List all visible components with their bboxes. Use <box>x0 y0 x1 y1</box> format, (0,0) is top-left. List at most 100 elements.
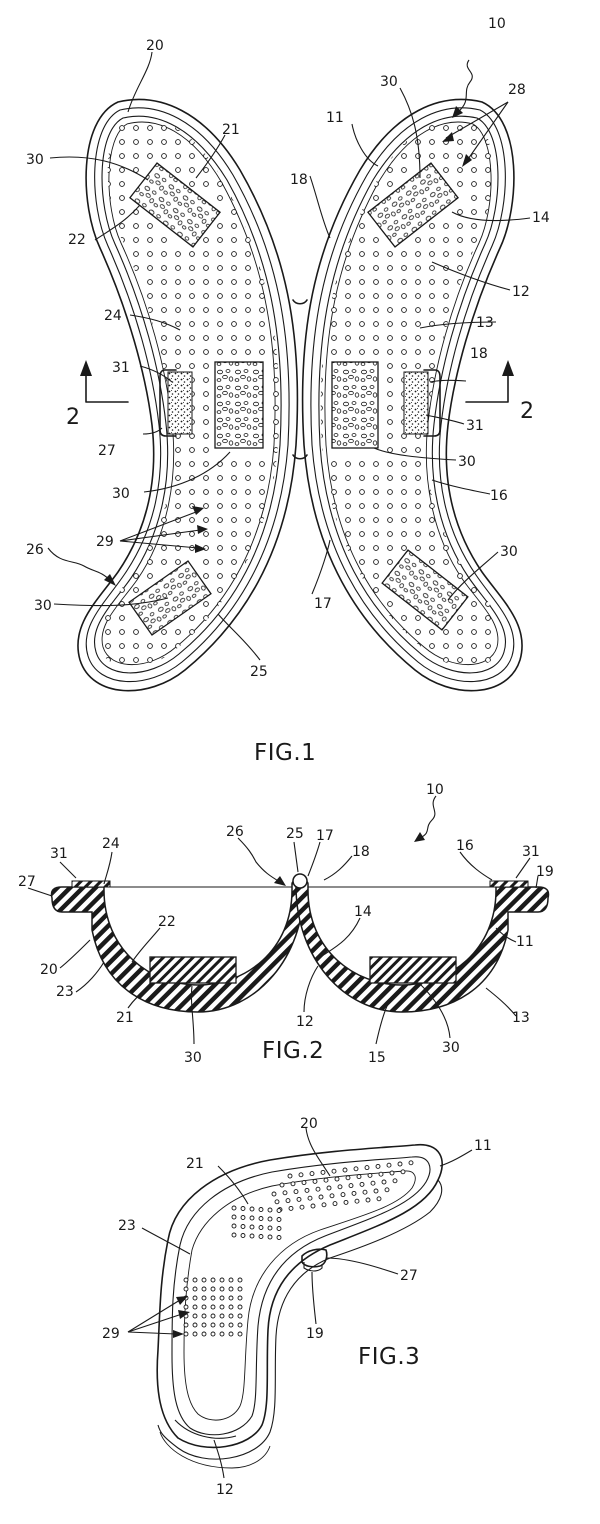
perforation-hole <box>429 153 435 159</box>
fig2-ref-11: 11 <box>516 934 534 950</box>
perforation-hole <box>320 237 323 243</box>
perforation-hole <box>457 265 463 271</box>
perforation-hole <box>175 335 181 341</box>
perforation-hole <box>457 139 463 145</box>
perforation-hole <box>203 293 209 299</box>
perforation-hole <box>304 1187 310 1193</box>
perforation-hole <box>429 307 435 313</box>
perforation-hole <box>387 419 393 425</box>
perforation-hole <box>415 643 421 649</box>
perforation-hole <box>133 139 139 145</box>
perforation-hole <box>485 265 491 271</box>
perforation-hole <box>105 153 111 159</box>
perforation-hole <box>331 349 337 355</box>
perforation-hole <box>161 559 167 565</box>
pad-30-left-mid <box>214 361 264 449</box>
perforation-hole <box>231 237 237 243</box>
perforation-hole <box>189 531 195 537</box>
perforation-hole <box>331 321 337 327</box>
perforation-hole <box>429 363 435 369</box>
perforation-hole <box>331 1168 337 1174</box>
perforation-hole <box>345 461 351 467</box>
perforation-hole <box>345 265 351 271</box>
perforation-hole <box>373 167 379 173</box>
perforation-hole <box>392 1178 398 1184</box>
perforation-hole <box>203 559 209 565</box>
perforation-hole <box>259 125 265 131</box>
perforation-hole <box>485 223 491 229</box>
perforation-hole <box>161 349 167 355</box>
perforation-hole <box>231 517 237 523</box>
perforation-hole <box>471 657 477 663</box>
perforation-hole <box>485 615 491 621</box>
perforation-hole <box>249 1206 255 1212</box>
perforation-hole <box>237 1331 243 1337</box>
section-mark-right: 2 <box>520 399 534 424</box>
perforation-hole <box>245 251 251 257</box>
perforation-hole <box>105 167 111 173</box>
perforation-hole <box>359 307 365 313</box>
perforation-hole <box>373 321 379 327</box>
perforation-hole <box>485 517 491 523</box>
perforation-hole <box>217 587 223 593</box>
perforation-hole <box>119 447 125 453</box>
perforation-hole <box>203 531 209 537</box>
fig1-ref-28: 28 <box>508 82 526 98</box>
perforation-hole <box>175 629 181 635</box>
perforation-hole <box>237 1295 243 1301</box>
perforation-hole <box>443 517 449 523</box>
perforation-hole <box>373 181 379 187</box>
perforation-hole <box>161 265 167 271</box>
perforation-hole <box>245 489 251 495</box>
fig2-ref-31: 31 <box>50 846 68 862</box>
perforation-hole <box>345 251 351 257</box>
fig3-ref-20: 20 <box>300 1116 318 1132</box>
perforation-hole <box>485 657 491 663</box>
perforation-hole <box>485 181 491 187</box>
perforation-hole <box>443 545 449 551</box>
perforation-hole <box>401 447 407 453</box>
perforation-hole <box>210 1277 216 1283</box>
perforation-hole <box>147 293 153 299</box>
perforation-hole <box>189 139 195 145</box>
perforation-hole <box>373 307 379 313</box>
fig2-cross-section <box>50 873 550 1013</box>
perforation-hole <box>245 265 251 271</box>
perforation-hole <box>203 251 209 257</box>
perforation-hole <box>429 531 435 537</box>
perforation-hole <box>387 363 393 369</box>
perforation-hole <box>273 643 279 649</box>
perforation-hole <box>161 153 167 159</box>
fig2-leaders <box>27 795 539 1045</box>
fig2-pad-left <box>149 956 237 984</box>
perforation-hole <box>203 153 209 159</box>
perforation-hole <box>175 139 181 145</box>
perforation-hole <box>345 489 351 495</box>
perforation-hole <box>485 629 491 635</box>
perforation-hole <box>457 489 463 495</box>
perforation-hole <box>331 195 337 201</box>
perforation-hole <box>105 125 111 131</box>
perforation-hole <box>485 139 491 145</box>
fig1-ref-30: 30 <box>500 544 518 560</box>
tab-31-right <box>403 371 429 435</box>
perforation-hole <box>273 363 279 369</box>
perforation-hole <box>175 293 181 299</box>
perforation-hole <box>147 237 153 243</box>
perforation-hole <box>471 447 477 453</box>
perforation-hole <box>359 209 365 215</box>
perforation-hole <box>259 503 265 509</box>
perforation-hole <box>273 223 279 229</box>
perforation-hole <box>105 489 111 495</box>
perforation-hole <box>320 167 323 173</box>
perforation-hole <box>429 237 435 243</box>
perforation-hole <box>331 489 337 495</box>
perforation-hole <box>331 503 337 509</box>
fig1-ref-31: 31 <box>112 360 130 376</box>
perforation-hole <box>273 573 279 579</box>
perforation-hole <box>320 587 323 593</box>
perforation-hole <box>119 209 125 215</box>
perforation-hole <box>331 475 337 481</box>
perforation-hole <box>175 489 181 495</box>
